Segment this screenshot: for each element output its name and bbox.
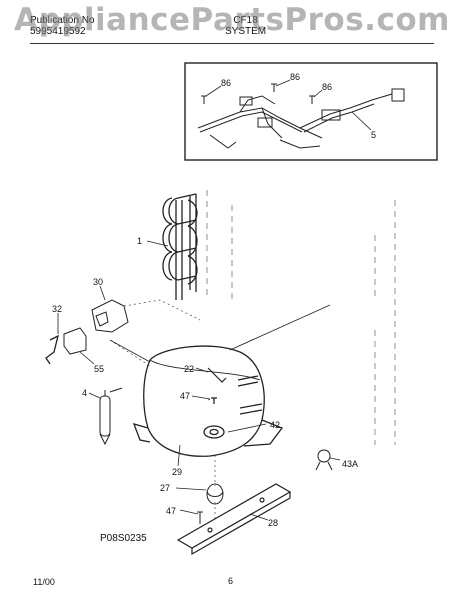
relay-cover — [91, 299, 129, 333]
callout-43a: 43A — [342, 459, 358, 469]
screw-icons — [201, 83, 315, 104]
drawing-code: P08S0235 — [100, 533, 147, 544]
mounting-screw — [197, 511, 203, 524]
header-rule — [30, 43, 434, 44]
drier-filter — [99, 387, 123, 446]
callout-1: 1 — [137, 236, 142, 246]
leader-lines — [205, 79, 372, 131]
revision-date: 11/00 — [33, 577, 55, 587]
publication-number: 5995419592 — [30, 26, 86, 37]
watermark: AppliancePartsPros.com — [14, 2, 450, 38]
callout-55: 55 — [94, 364, 104, 374]
callout-22: 22 — [184, 364, 194, 374]
cabinet-outline — [206, 190, 396, 445]
overload-relay — [63, 327, 87, 355]
model-number: CF18 — [233, 15, 258, 26]
inset-frame — [184, 62, 438, 161]
callout-42: 42 — [270, 420, 280, 430]
section-title: SYSTEM — [225, 26, 267, 37]
callout-5: 5 — [371, 130, 376, 140]
page-number: 6 — [228, 576, 234, 586]
wire-harness — [197, 88, 405, 149]
callout-27: 27 — [160, 483, 170, 493]
callout-32: 32 — [52, 304, 62, 314]
publication-info: Publication No 5995419592 — [30, 15, 94, 37]
callout-86-c: 86 — [322, 82, 332, 92]
callout-86-a: 86 — [221, 78, 231, 88]
leader-1 — [146, 240, 169, 247]
wire-32 — [45, 334, 59, 365]
base-plate — [176, 483, 292, 556]
rubber-grommet — [206, 483, 224, 505]
callout-47-b: 47 — [166, 506, 176, 516]
callout-29: 29 — [172, 467, 182, 477]
model-section: CF18 SYSTEM — [225, 15, 266, 37]
publication-label: Publication No — [30, 15, 95, 26]
callout-47-a: 47 — [180, 391, 190, 401]
condenser-coil — [162, 193, 198, 300]
callout-28: 28 — [268, 518, 278, 528]
callout-86-b: 86 — [290, 72, 300, 82]
callout-labels: 86 86 86 5 1 30 32 55 4 22 47 42 29 43A … — [52, 72, 376, 528]
callout-30: 30 — [93, 277, 103, 287]
callout-4: 4 — [82, 388, 87, 398]
grommet-43a — [315, 449, 333, 471]
compressor — [132, 345, 284, 457]
